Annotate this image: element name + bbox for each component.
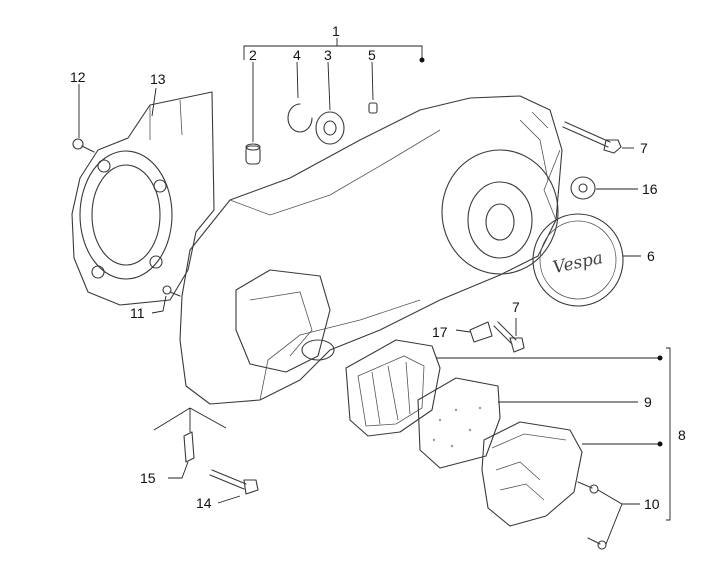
- bearing: [315, 111, 345, 145]
- circlip: [287, 103, 313, 133]
- callout-11: 11: [130, 305, 145, 321]
- callout-13: 13: [150, 71, 166, 87]
- dowel-pin: [245, 143, 261, 165]
- callout-8: 8: [678, 427, 686, 443]
- callout-7-lower: 7: [512, 299, 520, 315]
- bolt-14: [209, 469, 259, 495]
- air-intake-assembly: [345, 339, 607, 550]
- callout-7-upper: 7: [640, 140, 648, 156]
- callout-3: 3: [324, 47, 332, 63]
- leader-lines: [78, 38, 671, 545]
- callout-6: 6: [647, 248, 655, 264]
- callout-17: 17: [432, 324, 448, 340]
- callout-12: 12: [70, 69, 86, 85]
- transmission-cover: [179, 95, 563, 405]
- badge-text: Vespa: [551, 248, 605, 278]
- screw-12: [72, 138, 95, 153]
- screw-11: [162, 285, 181, 297]
- callout-16: 16: [642, 181, 658, 197]
- callout-2: 2: [249, 47, 257, 63]
- callout-14: 14: [196, 495, 212, 511]
- callout-9: 9: [644, 394, 652, 410]
- bracket: [469, 321, 493, 343]
- callout-4: 4: [293, 47, 301, 63]
- callout-15: 15: [140, 470, 156, 486]
- heat-shield-plate: [71, 91, 215, 306]
- callout-5: 5: [368, 47, 376, 63]
- rubber-bushing: [570, 176, 596, 200]
- screw-10-lower: [587, 537, 607, 550]
- bracket-15: [183, 431, 195, 463]
- callout-numbers: 1 2 4 3 5 12 13 11 7 16 6 7 17 9 8 10 15…: [70, 23, 686, 512]
- callout-1: 1: [332, 23, 340, 39]
- vespa-badge-cover: Vespa: [532, 213, 624, 307]
- bolt-lower: [493, 321, 525, 353]
- callout-10: 10: [644, 496, 660, 512]
- bolt-upper: [562, 121, 622, 154]
- pin: [368, 102, 378, 114]
- screw-10-upper: [577, 481, 599, 494]
